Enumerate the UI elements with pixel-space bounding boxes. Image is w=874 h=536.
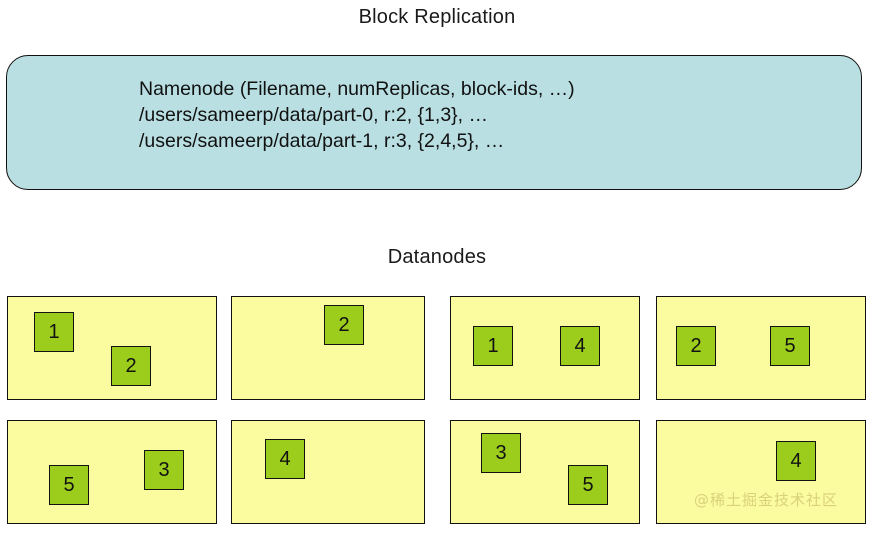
block-5: 5 xyxy=(49,465,89,505)
datanode-8: 4 xyxy=(656,420,866,524)
block-2: 2 xyxy=(324,305,364,345)
block-5: 5 xyxy=(770,326,810,366)
namenode-line: Namenode (Filename, numReplicas, block-i… xyxy=(139,78,575,100)
page-title: Block Replication xyxy=(358,6,516,28)
block-4: 4 xyxy=(265,439,305,479)
block-4: 4 xyxy=(776,441,816,481)
block-3: 3 xyxy=(481,433,521,473)
namenode-panel: Namenode (Filename, numReplicas, block-i… xyxy=(6,55,862,190)
block-1: 1 xyxy=(473,326,513,366)
namenode-metadata-text: Namenode (Filename, numReplicas, block-i… xyxy=(139,76,575,154)
block-2: 2 xyxy=(111,346,151,386)
block-5: 5 xyxy=(568,465,608,505)
datanodes-section-title: Datanodes xyxy=(387,246,487,268)
datanode-6: 4 xyxy=(231,420,425,524)
namenode-line: /users/sameerp/data/part-0, r:2, {1,3}, … xyxy=(139,104,489,126)
block-4: 4 xyxy=(560,326,600,366)
block-3: 3 xyxy=(144,450,184,490)
block-1: 1 xyxy=(34,312,74,352)
datanode-2: 2 xyxy=(231,296,425,400)
block-2: 2 xyxy=(676,326,716,366)
namenode-line: /users/sameerp/data/part-1, r:3, {2,4,5}… xyxy=(139,130,505,152)
